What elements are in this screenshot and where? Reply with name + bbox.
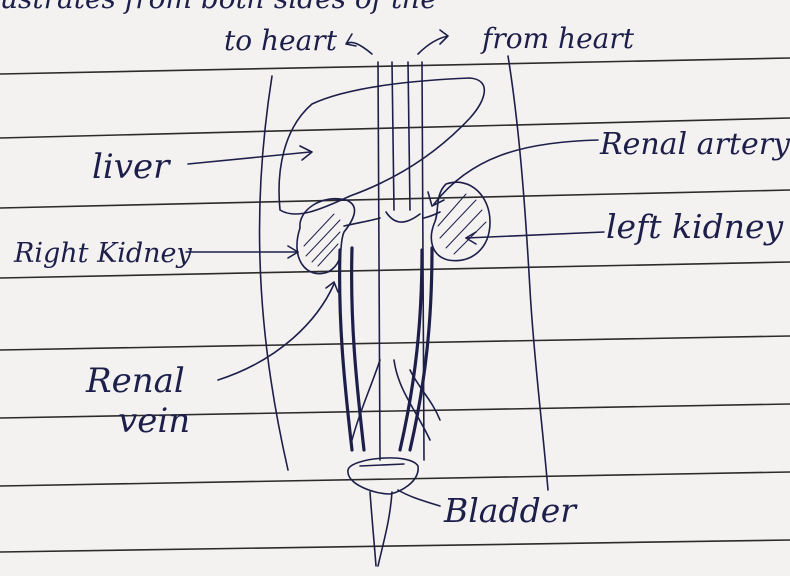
label-right-kidney: Right Kidney — [13, 238, 193, 269]
right-kidney-shading — [304, 214, 340, 266]
label-liver: liver — [92, 147, 171, 187]
bladder-shape — [348, 458, 418, 494]
left-kidney-shape — [431, 182, 490, 260]
liver-shape — [279, 78, 484, 214]
right-kidney-shape — [297, 199, 355, 274]
bladder-mark — [360, 464, 404, 466]
right-ureter — [340, 248, 364, 450]
urethra — [370, 492, 392, 566]
from-heart-arrow-icon — [418, 30, 448, 54]
bladder-pointer — [398, 490, 440, 506]
label-to-heart: to heart — [224, 24, 338, 57]
label-renal-vein-line1: Renal — [85, 361, 185, 401]
label-renal-vein-line2: vein — [118, 401, 190, 441]
left-kidney-shading — [438, 194, 486, 254]
label-from-heart: from heart — [480, 22, 635, 55]
left-kidney-pointer — [466, 232, 604, 238]
right-renal-vessel — [344, 218, 380, 226]
aorta-left-wall — [408, 62, 410, 210]
label-left-kidney: left kidney — [606, 207, 784, 246]
renal-vein-pointer — [218, 284, 334, 380]
left-ureter — [400, 248, 432, 450]
header-fragment: ustrates from both sides of the — [0, 0, 437, 15]
liver-pointer — [188, 152, 310, 164]
left-renal-vessel — [424, 212, 440, 218]
to-heart-arrow-icon — [346, 34, 372, 54]
body-outline-right — [508, 56, 548, 490]
vena-cava-left-wall — [378, 62, 380, 460]
label-bladder: Bladder — [443, 491, 578, 530]
renal-junction — [386, 212, 420, 222]
label-renal-artery: Renal artery — [599, 127, 790, 162]
